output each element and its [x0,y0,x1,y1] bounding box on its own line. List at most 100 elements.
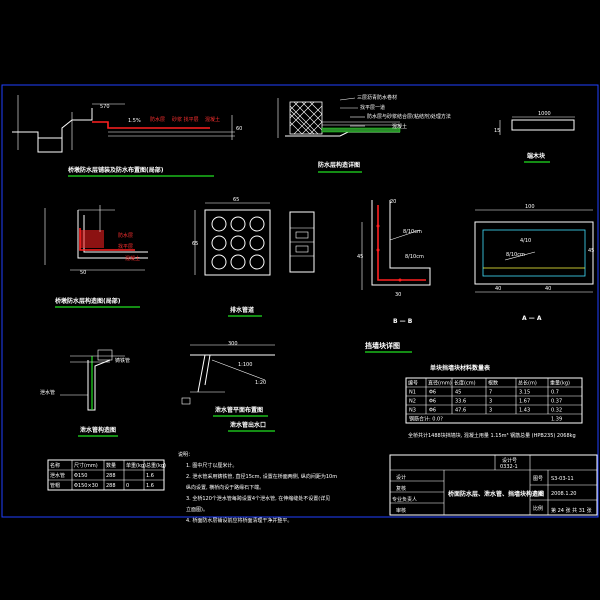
rebar-header: 编号 [408,380,418,387]
pipe-callout-2: 铸铁管 [115,357,130,364]
small-table-cell: Φ150 [74,473,87,479]
layer-callout-3: 防水层与砂浆结合层(粘结剂)处理方法 [367,113,451,120]
sheet-count: 第 24 张 共 31 张 [551,507,592,514]
rebar-header: 根数 [488,380,498,387]
svg-text:40: 40 [545,286,551,292]
title-section-a: A — A [522,315,542,322]
tb-label-1: 复核 [396,485,406,492]
rebar-cell: 45 [455,390,461,396]
rebar-cell: 3.15 [519,390,530,396]
drain-hole [230,254,246,270]
layer-callout-4: 混凝土 [392,123,407,130]
note-item: 立面图)。 [186,506,208,513]
rebar-header: 总长(m) [518,380,537,387]
pipe-callout-4: 1:20 [255,380,266,386]
small-table-cell: 0 [126,483,129,489]
small-table-cell: 1.6 [146,483,154,489]
svg-text:8/10cm: 8/10cm [506,252,525,258]
drain-hole [249,235,265,251]
rebar-cell: Φ6 [429,408,436,414]
sheet-frame [1,84,599,518]
drain-hole [230,235,246,251]
small-table-cell: 总重(kg) [146,462,166,469]
pipe-elev-drawing: 泄水管 铸铁管 [40,349,130,411]
section-b-drawing: 8/10cm 8/10cm 20 30 45 [357,199,431,298]
svg-text:65: 65 [192,241,198,247]
rebar-cell: 1.43 [519,408,530,414]
svg-text:30: 30 [395,292,401,298]
note-item: 3. 全桥120个泄水管每跨设置4个泄水管, 在伸缩缝处不设置(详见 [186,495,330,502]
title-drain-plan: 排水管道 [230,306,254,314]
drawing-name: 桥面防水层、泄水管、挡墙块构造图 [448,490,544,498]
title-layer-detail: 防水层构造详图 [318,161,360,169]
section-top-drawing: 防水层 砂浆 找平层 混凝土 570 1.5% 60 [12,95,242,153]
wall-detail-drawing: 防水层 找平层 混凝土 50 [44,205,148,276]
drain-hole [211,254,227,270]
svg-text:45: 45 [588,248,594,254]
small-table-cell: 泄水管 [50,472,65,479]
rebar-cell: 7 [489,390,492,396]
small-table-cell: 尺寸(mm) [74,462,98,469]
notes-block: 说明： 1. 图中尺寸以厘米计。2. 泄水管采用铸铁管, 直径15cm, 设置在… [178,451,337,524]
drain-hole [230,216,246,232]
tb-label-3: 审核 [396,507,406,514]
small-table-cell: 管帽 [50,482,60,489]
svg-text:15: 15 [494,128,500,134]
drain-plan-drawing: 65 65 [192,197,315,276]
rebar-header: 重量(kg) [550,380,570,387]
notes-heading: 说明： [178,451,193,458]
red-callout-1: 防水层 [150,116,165,123]
svg-text:60: 60 [236,126,242,132]
drain-hole [249,254,265,270]
svg-text:混凝土: 混凝土 [125,255,140,262]
small-table-cell: 单重(kg) [126,462,146,469]
layer-callout-2: 找平层一道 [360,104,385,111]
tb-right-label-0: 图号 [533,476,543,482]
rebar-cell: 1.67 [519,399,530,405]
title-section-b: B — B [393,318,413,325]
svg-text:找平层: 找平层 [118,243,133,250]
title-pipe-elev: 泄水管构造图 [80,426,116,434]
rebar-cell: N2 [409,399,416,405]
note-item: 纵向设置, 横桥向设于路缘石下端。 [186,484,264,491]
svg-text:1.5%: 1.5% [128,118,141,124]
svg-text:防水层: 防水层 [118,232,133,239]
small-table-cell: 数量 [106,462,116,469]
layer-callout-1: 三层沥青防水卷材 [357,94,397,101]
rebar-cell: N3 [409,408,416,414]
tb-right-value-0: S3-03-11 [551,476,574,482]
rebar-cell: 47.6 [455,408,466,414]
rebar-cell: 0.7 [551,390,559,396]
small-table-cell: 名称 [50,462,60,469]
note-item: 1. 图中尺寸以厘米计。 [186,462,237,469]
svg-text:100: 100 [525,204,535,210]
svg-text:570: 570 [100,104,110,110]
small-table-cell: 288 [106,483,116,489]
rebar-cell: Φ6 [429,399,436,405]
block-drawing: 1000 15 [494,111,575,135]
pipe-callout-3: 1:100 [238,362,252,368]
drain-hole [211,216,227,232]
svg-text:8/10cm: 8/10cm [405,254,424,260]
rebar-cell: 1.39 [551,417,562,423]
svg-text:45: 45 [357,254,363,260]
layer-detail-drawing: 三层沥青防水卷材 找平层一道 防水层与砂浆结合层(粘结剂)处理方法 混凝土 [277,94,451,138]
pipe-plan-drawing: 300 1:100 1:20 [181,341,275,405]
rebar-cell: 3 [489,408,492,414]
rebar-cell: 33.6 [455,399,466,405]
tb-right-label-1: 日期 [533,491,543,497]
title-drain-outlet: 泄水管出水口 [230,421,266,429]
title-pipe-plan: 泄水管平面布置图 [215,406,263,414]
rebar-header: 长度(cm) [454,380,476,387]
rebar-cell: Φ6 [429,390,436,396]
tb-right-label-2: 比例 [533,505,543,512]
svg-text:50: 50 [80,270,86,276]
small-table-cell: 1.6 [146,473,154,479]
tb-right-value-1: 2008.1.20 [551,491,576,497]
svg-text:8/10cm: 8/10cm [403,229,422,235]
svg-text:40: 40 [495,286,501,292]
svg-text:1000: 1000 [538,111,551,117]
small-table-cell: 288 [106,473,116,479]
